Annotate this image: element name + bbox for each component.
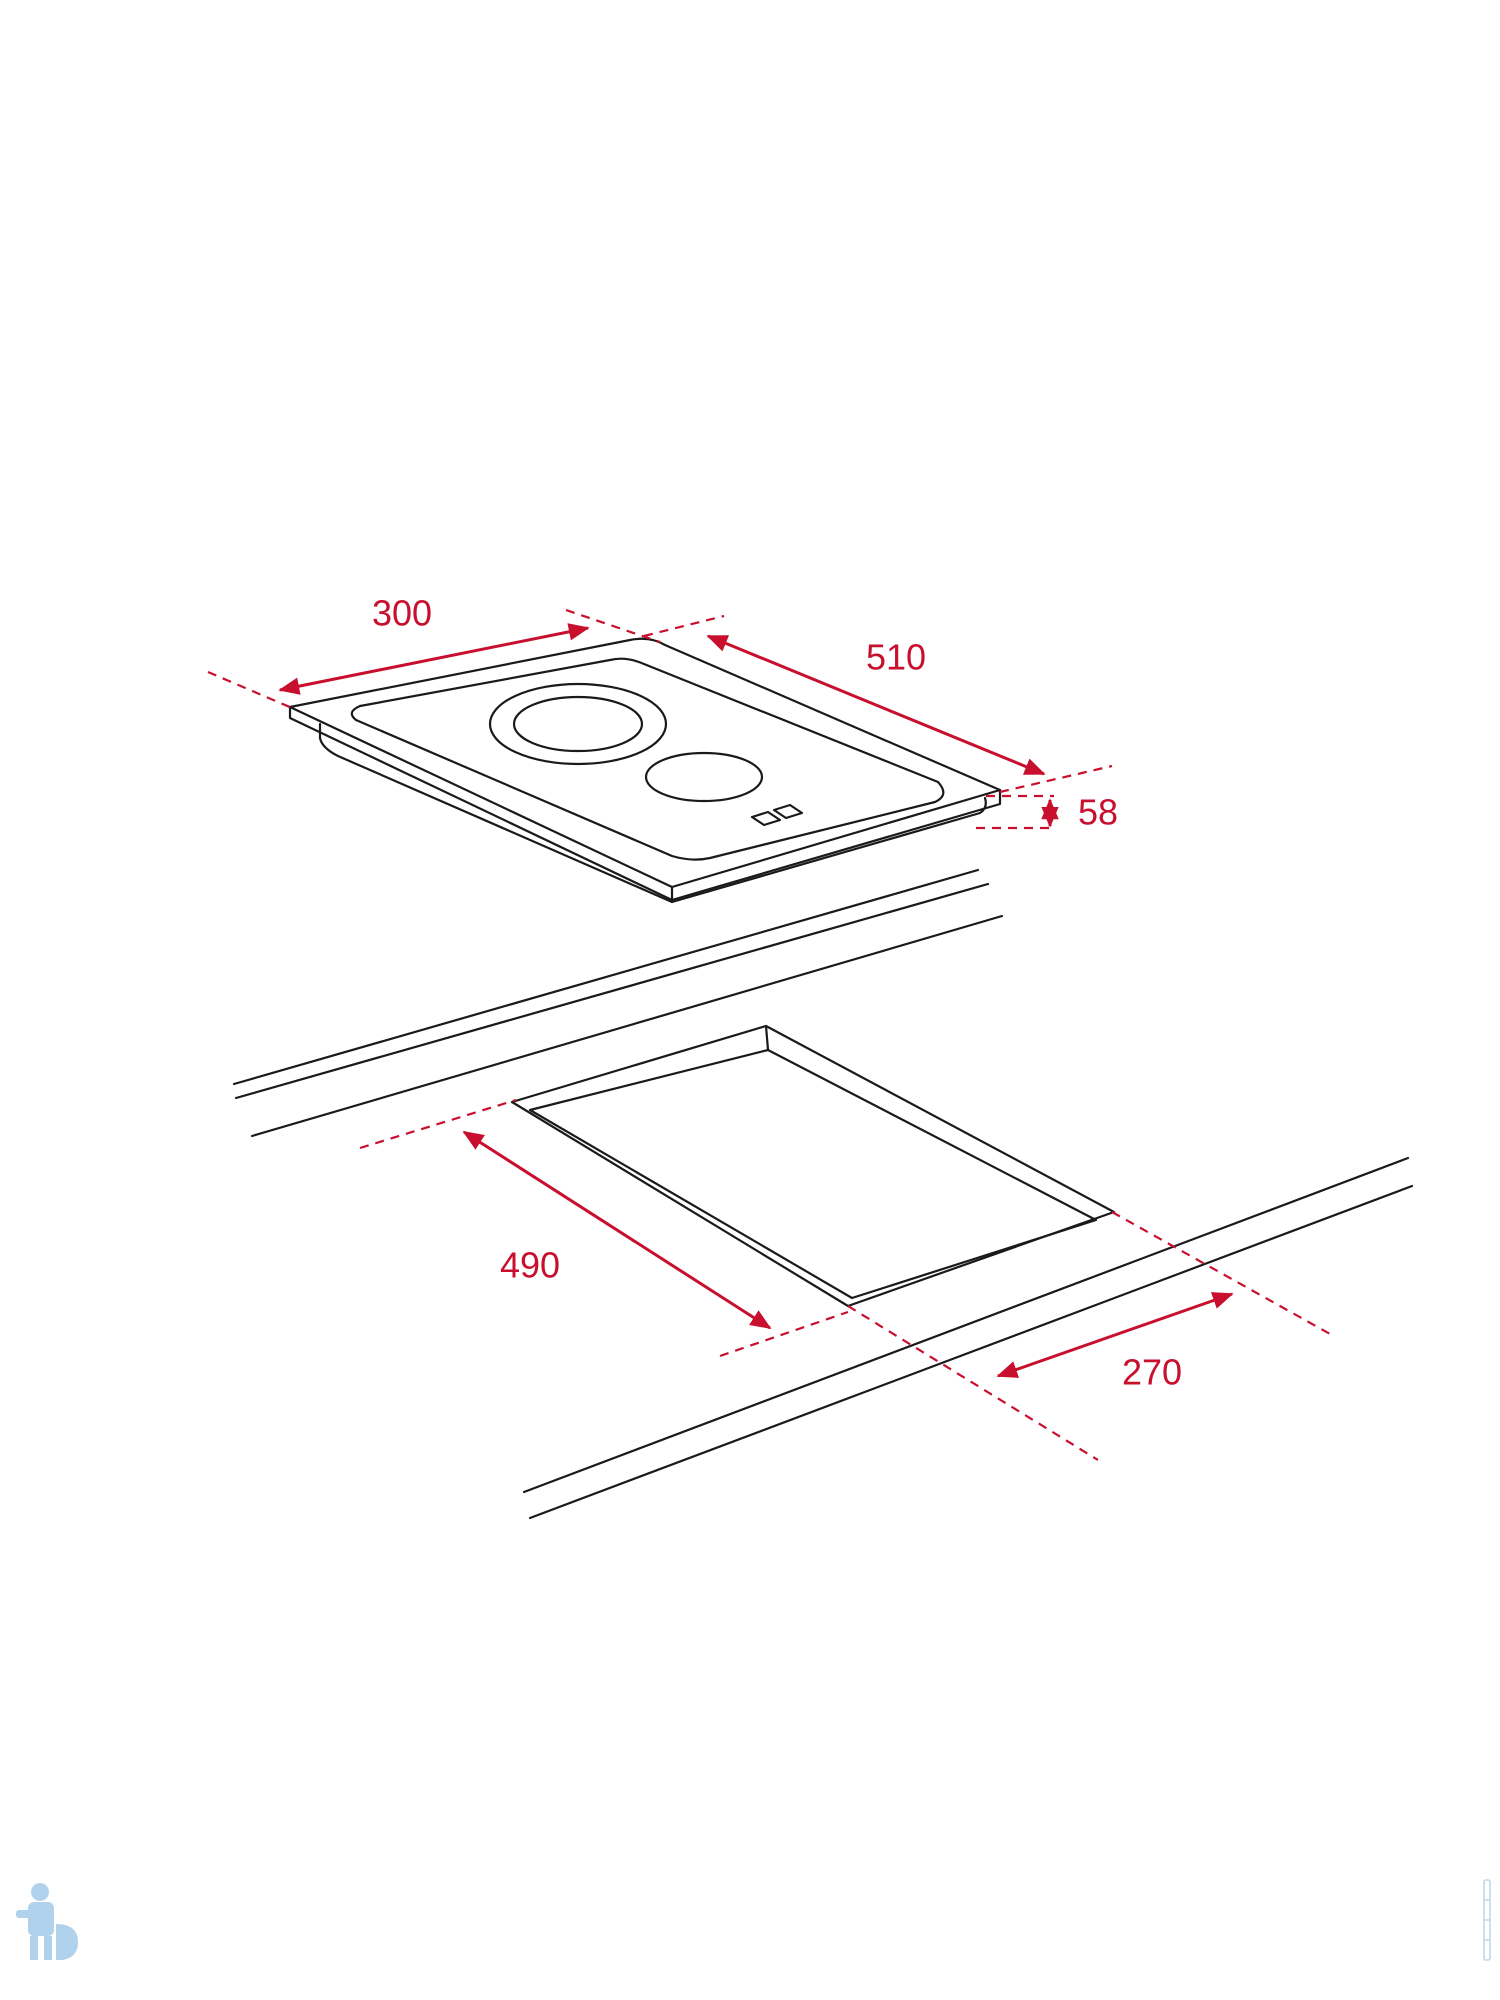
- hob-glass-panel: [350, 657, 945, 861]
- extension-lines: [207, 608, 1331, 1461]
- countertop: [232, 868, 1414, 1520]
- dimension-arrow-cutout-width: [996, 1292, 1234, 1378]
- large-cooking-zone-inner: [512, 695, 644, 753]
- control-button-icon: [772, 803, 804, 820]
- countertop-front-edge-bottom: [528, 1184, 1414, 1520]
- extension-line: [359, 1098, 517, 1150]
- dimension-labels: 300 510 58 490 270: [372, 593, 1182, 1393]
- hob-front-edge: [288, 705, 1002, 902]
- dimension-arrows: [278, 623, 1234, 1378]
- countertop-back-edge-top: [232, 868, 980, 1086]
- cutout-outer: [510, 1024, 1116, 1308]
- extension-line: [999, 764, 1113, 794]
- label-hob-height: 58: [1078, 792, 1118, 833]
- extension-line: [643, 614, 725, 638]
- extension-line: [1111, 1211, 1331, 1335]
- extension-line: [719, 1310, 849, 1358]
- hob-chassis: [318, 722, 987, 904]
- vertical-watermark-text-icon: [1483, 1879, 1491, 1961]
- small-cooking-zone: [644, 751, 764, 803]
- countertop-front-edge-top: [522, 1156, 1410, 1494]
- label-cutout-depth: 490: [500, 1245, 560, 1286]
- extension-line: [565, 608, 661, 644]
- cutout-corner: [764, 1024, 770, 1052]
- countertop-back-edge-lower: [250, 914, 1004, 1138]
- plumber-mascot-icon: [16, 1883, 78, 1960]
- label-cutout-width: 270: [1122, 1352, 1182, 1393]
- countertop-back-edge-bottom: [234, 882, 990, 1100]
- hob: [288, 637, 1002, 904]
- cutout-inner: [528, 1048, 1098, 1300]
- dimension-arrow-hob-width: [278, 623, 590, 695]
- dimension-arrow-hob-depth: [706, 634, 1046, 776]
- control-button-icon: [750, 810, 782, 827]
- extension-line: [847, 1305, 1099, 1461]
- extension-line: [207, 670, 293, 710]
- label-hob-width: 300: [372, 593, 432, 634]
- label-hob-depth: 510: [866, 637, 926, 678]
- dimension-arrow-cutout-depth: [462, 1130, 772, 1330]
